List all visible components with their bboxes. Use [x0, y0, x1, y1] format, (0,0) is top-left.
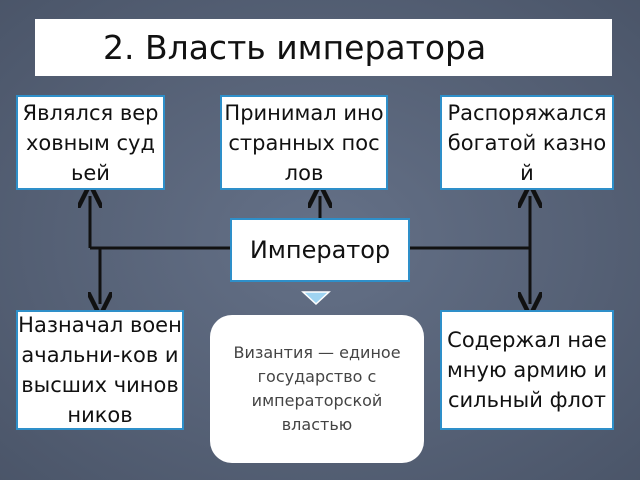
- box-supreme-judge: Являлся верховным судьей: [16, 95, 165, 190]
- box-army-fleet-label: Содержал наемную армию и сильный флот: [446, 328, 608, 412]
- box-emperor: Император: [230, 218, 410, 282]
- box-officials-label: Назначал военачальни-ков и высших чиновн…: [18, 313, 182, 427]
- box-treasury: Распоряжался богатой казной: [440, 95, 614, 190]
- callout-arrow: [301, 291, 331, 306]
- note-byzantium: Византия — единое государство с императо…: [210, 315, 424, 463]
- box-foreign-ambassadors: Принимал иностранных послов: [220, 95, 388, 190]
- box-officials: Назначал военачальни-ков и высших чиновн…: [16, 310, 184, 430]
- box-army-fleet: Содержал наемную армию и сильный флот: [440, 310, 614, 430]
- page-title: 2. Власть императора: [35, 19, 612, 76]
